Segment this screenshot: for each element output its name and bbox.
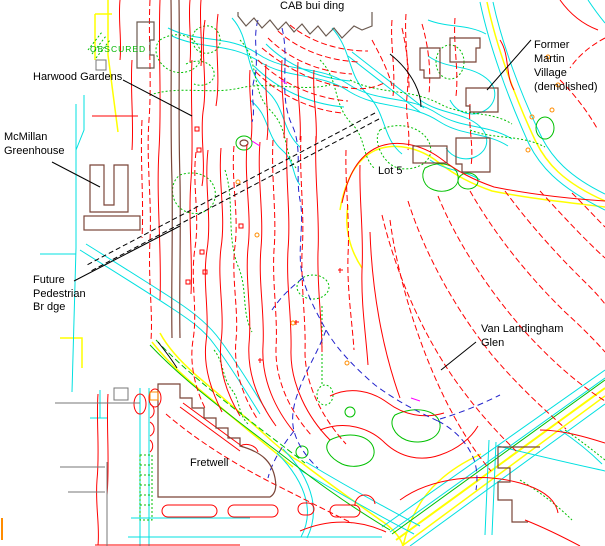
mcmillan-greenhouse-outline: [89, 164, 129, 213]
contours-green: [87, 25, 605, 535]
cab-building-outline: [237, 12, 373, 39]
label-mcmillan-greenhouse: McMillan Greenhouse: [4, 131, 65, 157]
annotation-lines: [55, 53, 422, 546]
label-obscured: OBSCURED: [90, 44, 147, 54]
harwood-gardens-arrow: [122, 79, 193, 117]
fretwell-building-outline: [157, 383, 277, 498]
label-lot-5: Lot 5: [378, 165, 403, 177]
label-van-landingham-glen: Van Landingham Glen: [481, 323, 564, 349]
martin-village-arrow: [486, 39, 532, 91]
leader-arrows: [51, 39, 532, 371]
label-future-pedestrian-bridge: Future Pedestrian Br dge: [33, 274, 86, 313]
label-former-martin-village: Former Martin Village (demolished): [534, 39, 598, 93]
pedestrian-corridor-line: [84, 112, 376, 267]
water-utility-lines-cyan: [40, 0, 605, 546]
van-landingham-arrow: [440, 341, 477, 371]
label-cab-building: CAB bui ding: [280, 0, 345, 12]
mcmillan-greenhouse-arrow: [51, 161, 101, 188]
accent-marks: [1, 54, 561, 540]
martin-village-building-outline: [465, 87, 499, 113]
streams-blue: [251, 19, 501, 491]
buildings: [83, 0, 540, 523]
label-harwood-gardens: Harwood Gardens: [33, 71, 123, 83]
future-bridge-arrow: [73, 225, 181, 282]
label-fretwell: Fretwell: [190, 457, 229, 469]
contours-red: [92, 0, 605, 546]
